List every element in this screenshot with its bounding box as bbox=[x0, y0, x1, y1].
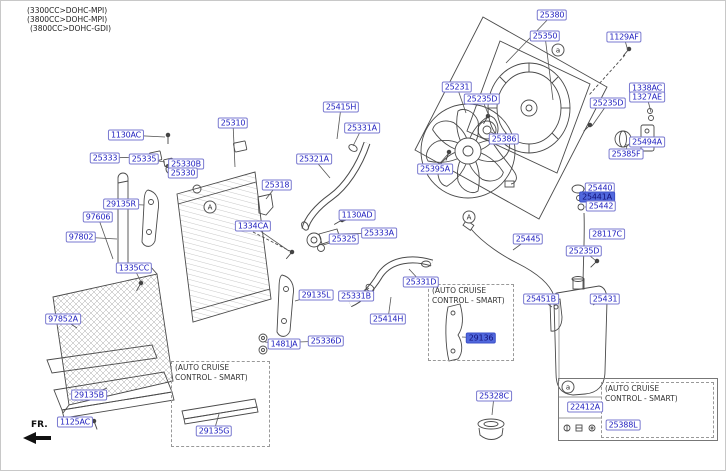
part-callout-97606[interactable]: 97606 bbox=[82, 211, 114, 223]
ref-marker-A: A bbox=[203, 200, 217, 214]
part-callout-25330[interactable]: 25330 bbox=[167, 167, 199, 179]
part-callout-25235D[interactable]: 25235D bbox=[463, 93, 501, 105]
part-callout-25333[interactable]: 25333 bbox=[89, 152, 121, 164]
part-callout-25380[interactable]: 25380 bbox=[536, 9, 568, 21]
part-callout-25335[interactable]: 25335 bbox=[128, 153, 160, 165]
legend-box bbox=[558, 378, 718, 441]
part-callout-25388L[interactable]: 25388L bbox=[605, 419, 641, 431]
part-callout-29135B[interactable]: 29135B bbox=[71, 389, 107, 401]
part-callout-1481JA[interactable]: 1481JA bbox=[267, 338, 301, 350]
part-callout-25331B[interactable]: 25331B bbox=[338, 290, 374, 302]
engine-variant-list: (3300CC>DOHC-MPI) (3800CC>DOHC-MPI) (380… bbox=[27, 6, 111, 33]
ref-marker-A: A bbox=[462, 210, 476, 224]
part-callout-25385F[interactable]: 25385F bbox=[608, 148, 644, 160]
part-callout-22412A[interactable]: 22412A bbox=[567, 401, 603, 413]
part-callout-29136[interactable]: 29136 bbox=[465, 332, 497, 344]
part-callout-25331A[interactable]: 25331A bbox=[344, 122, 380, 134]
note-text: (AUTO CRUISE bbox=[175, 363, 230, 372]
part-callout-25333A[interactable]: 25333A bbox=[361, 227, 397, 239]
part-callout-97852A[interactable]: 97852A bbox=[45, 313, 81, 325]
part-callout-25318[interactable]: 25318 bbox=[261, 179, 293, 191]
part-callout-25414H[interactable]: 25414H bbox=[369, 313, 407, 325]
part-callout-1335CC[interactable]: 1335CC bbox=[115, 262, 153, 274]
part-callout-25321A[interactable]: 25321A bbox=[296, 153, 332, 165]
part-callout-25235D[interactable]: 25235D bbox=[565, 245, 603, 257]
part-callout-1130AC[interactable]: 1130AC bbox=[107, 129, 145, 141]
note-text: (AUTO CRUISE bbox=[605, 384, 660, 393]
part-callout-25442[interactable]: 25442 bbox=[585, 200, 617, 212]
part-callout-25431[interactable]: 25431 bbox=[589, 293, 621, 305]
fr-text: FR. bbox=[31, 420, 48, 430]
ref-marker-a: a bbox=[561, 380, 575, 394]
part-callout-29135G[interactable]: 29135G bbox=[195, 425, 233, 437]
part-callout-25310[interactable]: 25310 bbox=[217, 117, 249, 129]
engine-variant: (3800CC>DOHC-MPI) bbox=[27, 15, 108, 24]
part-callout-25395A[interactable]: 25395A bbox=[417, 163, 453, 175]
part-callout-25445[interactable]: 25445 bbox=[512, 233, 544, 245]
note-text: CONTROL - SMART) bbox=[175, 373, 248, 382]
fr-arrow-icon bbox=[23, 432, 51, 444]
note-text: CONTROL - SMART) bbox=[432, 296, 505, 305]
note-text: (AUTO CRUISE bbox=[432, 286, 487, 295]
part-callout-25336D[interactable]: 25336D bbox=[307, 335, 345, 347]
part-callout-25451B[interactable]: 25451B bbox=[523, 293, 559, 305]
ref-marker-a: a bbox=[551, 43, 565, 57]
part-callout-1129AF[interactable]: 1129AF bbox=[606, 31, 642, 43]
part-callout-1327AE[interactable]: 1327AE bbox=[629, 91, 665, 103]
part-callout-29135L[interactable]: 29135L bbox=[298, 289, 334, 301]
part-callout-25331D[interactable]: 25331D bbox=[402, 276, 440, 288]
part-callout-25231[interactable]: 25231 bbox=[441, 81, 473, 93]
part-callout-25328C[interactable]: 25328C bbox=[476, 390, 512, 402]
part-callout-25415H[interactable]: 25415H bbox=[322, 101, 360, 113]
part-callout-28117C[interactable]: 28117C bbox=[589, 228, 625, 240]
part-callout-1125AC[interactable]: 1125AC bbox=[56, 416, 94, 428]
engine-variant: (3800CC>DOHC-GDI) bbox=[30, 24, 112, 33]
part-callout-25494A[interactable]: 25494A bbox=[629, 136, 665, 148]
part-callout-1334CA[interactable]: 1334CA bbox=[234, 220, 272, 232]
part-callout-97802[interactable]: 97802 bbox=[65, 231, 97, 243]
part-callout-25350[interactable]: 25350 bbox=[529, 30, 561, 42]
part-callout-25386[interactable]: 25386 bbox=[488, 133, 520, 145]
part-callout-25235D[interactable]: 25235D bbox=[589, 97, 627, 109]
part-callout-1130AD[interactable]: 1130AD bbox=[338, 209, 376, 221]
fr-direction-label: FR. bbox=[23, 420, 53, 449]
note-text: CONTROL - SMART) bbox=[605, 394, 678, 403]
engine-variant: (3300CC>DOHC-MPI) bbox=[27, 6, 108, 15]
part-callout-25325[interactable]: 25325 bbox=[328, 233, 360, 245]
part-callout-29135R[interactable]: 29135R bbox=[103, 198, 139, 210]
